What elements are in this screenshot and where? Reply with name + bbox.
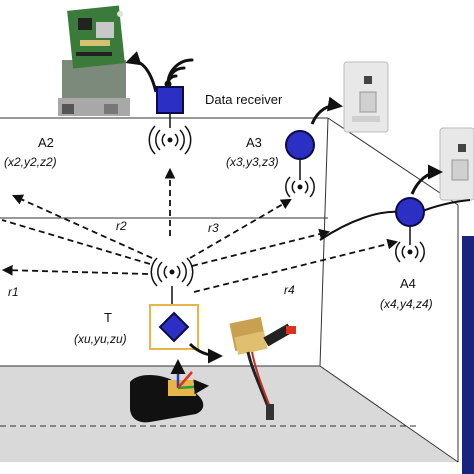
- arrow-icon: [128, 61, 156, 92]
- data-receiver: [149, 87, 190, 154]
- anchor-a3-node: [286, 131, 314, 159]
- data-receiver-label: Data receiver: [205, 92, 283, 107]
- room-back-vertical: [320, 118, 328, 366]
- anchor-a4-node: [396, 198, 424, 226]
- side-panel-strip: [462, 236, 474, 474]
- range-line-r3: [192, 232, 328, 266]
- tag-signal-waves: [151, 258, 192, 305]
- anchor-a2-name: A2: [38, 135, 54, 150]
- tag-t-name: T: [104, 310, 112, 325]
- data-receiver-box: [157, 87, 183, 113]
- tag-node: [160, 313, 188, 341]
- anchor-a4-cable: [320, 212, 400, 240]
- range-label-r1: r1: [8, 285, 19, 299]
- anchor-a3-coord: (x3,y3,z3): [226, 155, 279, 169]
- arrow-icon: [312, 106, 340, 124]
- wifi-icon: [166, 60, 192, 86]
- anchor-a4: [396, 198, 424, 262]
- anchor-a4-coord: (x4,y4,z4): [380, 297, 433, 311]
- range-line-a2: [14, 196, 152, 258]
- range-line-r1: [4, 270, 148, 274]
- room-box: [0, 118, 474, 474]
- range-label-r2: r2: [116, 219, 127, 233]
- circuit-board-icon: [58, 5, 130, 116]
- range-lines: [2, 170, 396, 292]
- range-label-r4: r4: [284, 283, 295, 297]
- range-label-r3: r3: [208, 221, 219, 235]
- anchor-device-icon: [440, 128, 474, 200]
- anchor-device-icon: [344, 62, 388, 132]
- range-line-r4: [194, 242, 396, 292]
- anchor-a4-name: A4: [400, 276, 416, 291]
- anchor-a2-coord: (x2,y2,z2): [4, 155, 57, 169]
- anchor-a3: [286, 131, 314, 197]
- tag-t-coord: (xu,yu,zu): [74, 332, 127, 346]
- range-line-r2: [2, 220, 150, 264]
- anchor-a3-name: A3: [246, 135, 262, 150]
- range-line-a3: [190, 200, 290, 258]
